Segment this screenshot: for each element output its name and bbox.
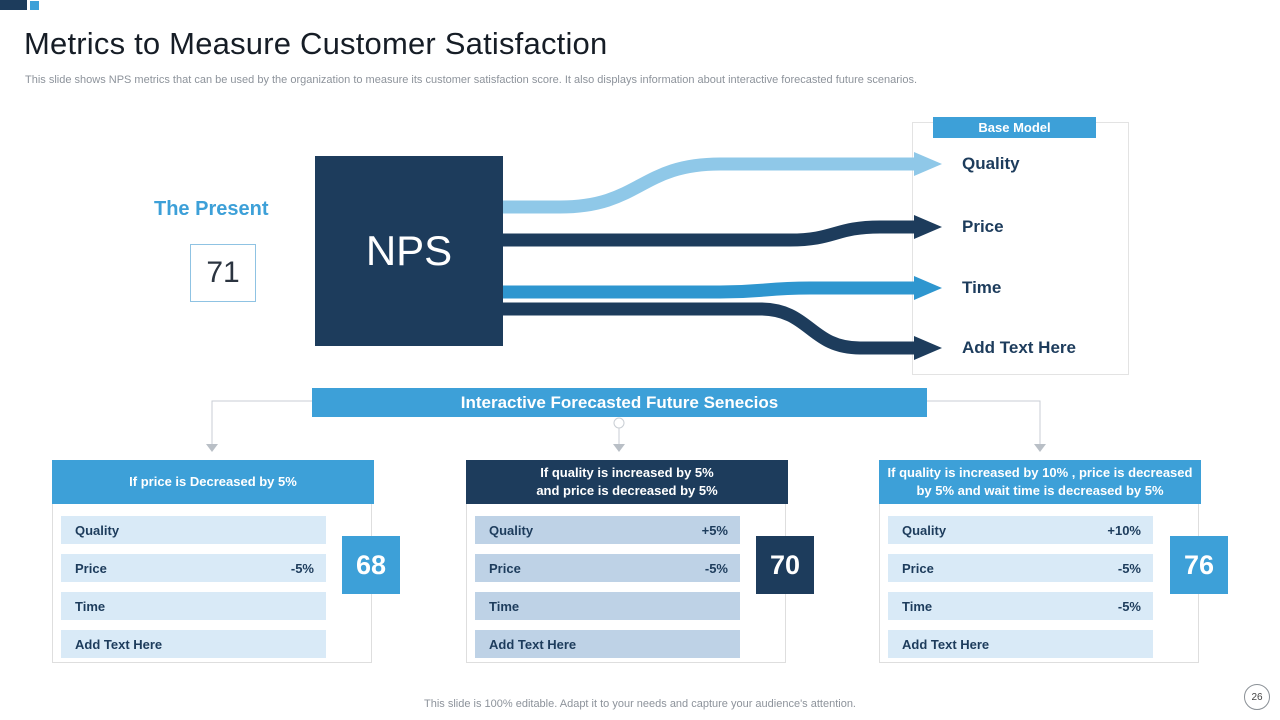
arrow-price <box>503 220 914 247</box>
scenario-2-rows: Quality +5% Price -5% Time Add Text Here <box>475 516 740 668</box>
present-score-box: 71 <box>190 244 256 302</box>
metric-label: Time <box>902 598 933 614</box>
scenario-2-header-line1: If quality is increased by 5% <box>540 464 714 480</box>
scenario-3-header: If quality is increased by 10% , price i… <box>879 460 1201 504</box>
metric-row: Price -5% <box>888 554 1153 582</box>
base-model-header: Base Model <box>933 117 1096 138</box>
metric-row: Quality +5% <box>475 516 740 544</box>
base-model-item-add-text: Add Text Here <box>962 338 1076 357</box>
metric-row: Add Text Here <box>475 630 740 658</box>
metric-label: Quality <box>902 522 947 538</box>
metric-label: Add Text Here <box>489 636 577 652</box>
metric-value: -5% <box>1117 560 1141 576</box>
metric-label: Price <box>75 560 107 576</box>
scenario-1-header: If price is Decreased by 5% <box>52 460 374 504</box>
metric-label: Add Text Here <box>75 636 163 652</box>
footer-note: This slide is 100% editable. Adapt it to… <box>424 698 856 710</box>
metric-label: Time <box>75 598 106 614</box>
arrow-add-text <box>503 302 914 355</box>
scenario-2-score-box: 70 <box>756 536 814 594</box>
connector-right-arrow-icon <box>1034 444 1046 452</box>
metric-row: Time -5% <box>888 592 1153 620</box>
base-model-item-price: Price <box>962 217 1004 236</box>
deco-square-navy <box>16 1 25 10</box>
metric-value: +5% <box>701 522 728 538</box>
metric-label: Quality <box>75 522 120 538</box>
connector-right <box>927 400 1041 444</box>
page-subtitle: This slide shows NPS metrics that can be… <box>25 74 918 86</box>
metric-value: -5% <box>1117 598 1141 614</box>
scenario-3-score-box: 76 <box>1170 536 1228 594</box>
scenario-1-score-box: 68 <box>342 536 400 594</box>
page-number-badge: 26 <box>1244 684 1270 710</box>
forecast-banner: Interactive Forecasted Future Senecios <box>312 388 927 417</box>
metric-row: Add Text Here <box>61 630 326 658</box>
connector-center-node-icon <box>613 417 625 429</box>
metric-label: Quality <box>489 522 534 538</box>
metric-row: Time <box>61 592 326 620</box>
metric-row: Price -5% <box>475 554 740 582</box>
metric-label: Price <box>902 560 934 576</box>
scenario-3-header-line1: If quality is increased by 10% , price i… <box>887 464 1193 480</box>
connector-center-arrow-icon <box>613 444 625 452</box>
metric-label: Time <box>489 598 520 614</box>
page-title: Metrics to Measure Customer Satisfaction <box>24 26 608 61</box>
scenario-2-header: If quality is increased by 5% and price … <box>466 460 788 504</box>
base-model-item-time: Time <box>962 278 1002 297</box>
scenario-card-3: If quality is increased by 10% , price i… <box>879 460 1201 663</box>
scenario-card-1: If price is Decreased by 5% Quality Pric… <box>52 460 374 663</box>
metric-row: Price -5% <box>61 554 326 582</box>
arrow-quality <box>503 157 914 214</box>
metric-row: Time <box>475 592 740 620</box>
metric-row: Add Text Here <box>888 630 1153 658</box>
arrow-time <box>503 281 914 299</box>
scenario-2-header-line2: and price is decreased by 5% <box>536 483 718 498</box>
scenario-3-rows: Quality +10% Price -5% Time -5% Add Text… <box>888 516 1153 668</box>
base-model-item-quality: Quality <box>962 154 1020 173</box>
scenario-3-header-line2: by 5% and wait time is decreased by 5% <box>916 483 1164 498</box>
metric-row: Quality +10% <box>888 516 1153 544</box>
connector-left-arrow-icon <box>206 444 218 452</box>
nps-box: NPS <box>315 156 503 346</box>
deco-square-blue <box>30 1 39 10</box>
metric-value: -5% <box>290 560 314 576</box>
present-label: The Present <box>154 198 269 220</box>
metric-row: Quality <box>61 516 326 544</box>
scenario-1-rows: Quality Price -5% Time Add Text Here <box>61 516 326 668</box>
metric-label: Add Text Here <box>902 636 990 652</box>
metric-value: +10% <box>1107 522 1141 538</box>
metric-value: -5% <box>704 560 728 576</box>
scenario-card-2: If quality is increased by 5% and price … <box>466 460 788 663</box>
scenario-1-header-line1: If price is Decreased by 5% <box>129 473 297 489</box>
metric-label: Price <box>489 560 521 576</box>
deco-bar <box>0 0 27 10</box>
connector-left <box>211 400 312 444</box>
